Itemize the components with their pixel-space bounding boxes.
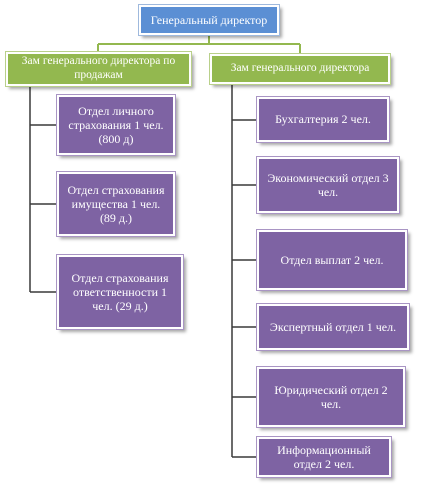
dept-property-insurance: Отдел страхования имущества 1 чел. (89 д… (56, 171, 176, 237)
sales-deputy-box: Зам генерального директора по продажам (5, 51, 192, 87)
general-deputy-label: Зам генерального директора (230, 62, 370, 75)
dept-accounting: Бухгалтерия 2 чел. (256, 96, 390, 143)
dept-label: Бухгалтерия 2 чел. (275, 112, 371, 127)
dept-it: Информационный отдел 2 чел. (256, 436, 392, 478)
dept-label: Информационный отдел 2 чел. (277, 442, 371, 471)
dept-legal: Юридический отдел 2 чел. (256, 366, 406, 428)
dept-label: Экспертный отдел 1 чел. (269, 319, 397, 334)
ceo-label: Генеральный директор (150, 12, 268, 27)
dept-label: Отдел выплат 2 чел. (280, 252, 384, 267)
dept-liability-insurance: Отдел страхования ответственности 1 чел.… (56, 254, 184, 330)
ceo-box: Генеральный директор (138, 4, 280, 36)
dept-payments: Отдел выплат 2 чел. (256, 229, 408, 291)
dept-personal-insurance: Отдел личного страхования 1 чел. (800 д) (56, 94, 176, 156)
dept-economic: Экономический отдел 3 чел. (256, 156, 400, 214)
dept-expert: Экспертный отдел 1 чел. (256, 303, 410, 351)
dept-label: Отдел страхования имущества 1 чел. (89 д… (67, 182, 165, 226)
dept-label: Отдел страхования ответственности 1 чел.… (71, 270, 169, 314)
dept-label: Экономический отдел 3 чел. (267, 170, 389, 199)
dept-label: Отдел личного страхования 1 чел. (800 д) (68, 103, 164, 147)
general-deputy-box: Зам генерального директора (209, 53, 391, 85)
dept-label: Юридический отдел 2 чел. (274, 382, 388, 411)
sales-deputy-label: Зам генерального директора по продажам (21, 55, 176, 81)
